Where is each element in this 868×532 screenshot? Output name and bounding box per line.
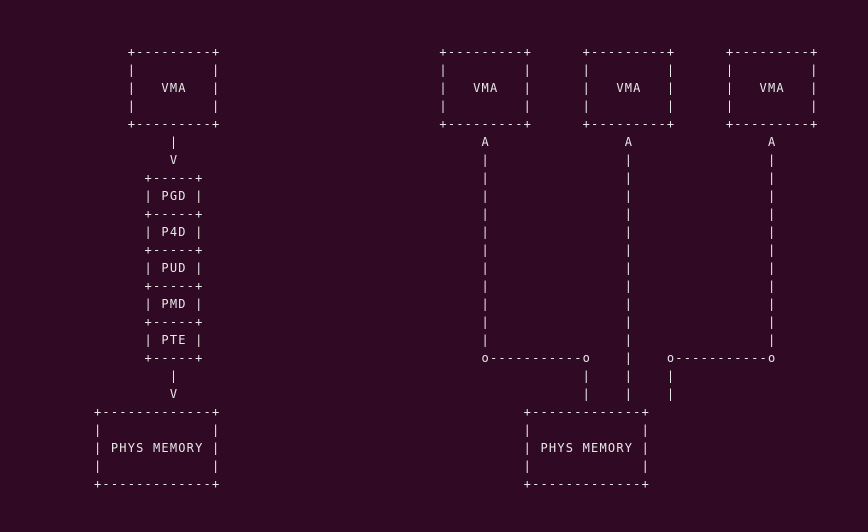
diagram-line: | | | | bbox=[94, 423, 651, 437]
diagram-line: | PUD | | | | bbox=[94, 261, 777, 275]
diagram-line: | PTE | | | | bbox=[94, 333, 777, 347]
diagram-line: +-----+ o-----------o | o-----------o bbox=[94, 351, 777, 365]
diagram-line: +---------+ +---------+ +---------+ +---… bbox=[94, 117, 819, 131]
diagram-line: +-------------+ +-------------+ bbox=[94, 477, 651, 491]
diagram-line: | PMD | | | | bbox=[94, 297, 777, 311]
diagram-line: V | | | bbox=[94, 387, 676, 401]
diagram-line: +-----+ | | | bbox=[94, 279, 777, 293]
diagram-line: | PGD | | | | bbox=[94, 189, 777, 203]
diagram-line: +-----+ | | | bbox=[94, 171, 777, 185]
diagram-line: | | | | bbox=[94, 369, 676, 383]
diagram-line: +---------+ +---------+ +---------+ +---… bbox=[94, 45, 819, 59]
diagram-line: +-----+ | | | bbox=[94, 243, 777, 257]
diagram-line: | VMA | | VMA | | VMA | | VMA | bbox=[94, 81, 819, 95]
diagram-line: +-----+ | | | bbox=[94, 315, 777, 329]
diagram-line: | PHYS MEMORY | | PHYS MEMORY | bbox=[94, 441, 651, 455]
diagram-line: +-------------+ +-------------+ bbox=[94, 405, 651, 419]
ascii-diagram: +---------+ +---------+ +---------+ +---… bbox=[94, 43, 819, 493]
diagram-line: | A A A bbox=[94, 135, 777, 149]
diagram-line: +-----+ | | | bbox=[94, 207, 777, 221]
diagram-line: | | | | | | | | bbox=[94, 99, 819, 113]
diagram-line: | | | | | | | | bbox=[94, 63, 819, 77]
diagram-line: V | | | bbox=[94, 153, 777, 167]
diagram-line: | P4D | | | | bbox=[94, 225, 777, 239]
diagram-line: | | | | bbox=[94, 459, 651, 473]
